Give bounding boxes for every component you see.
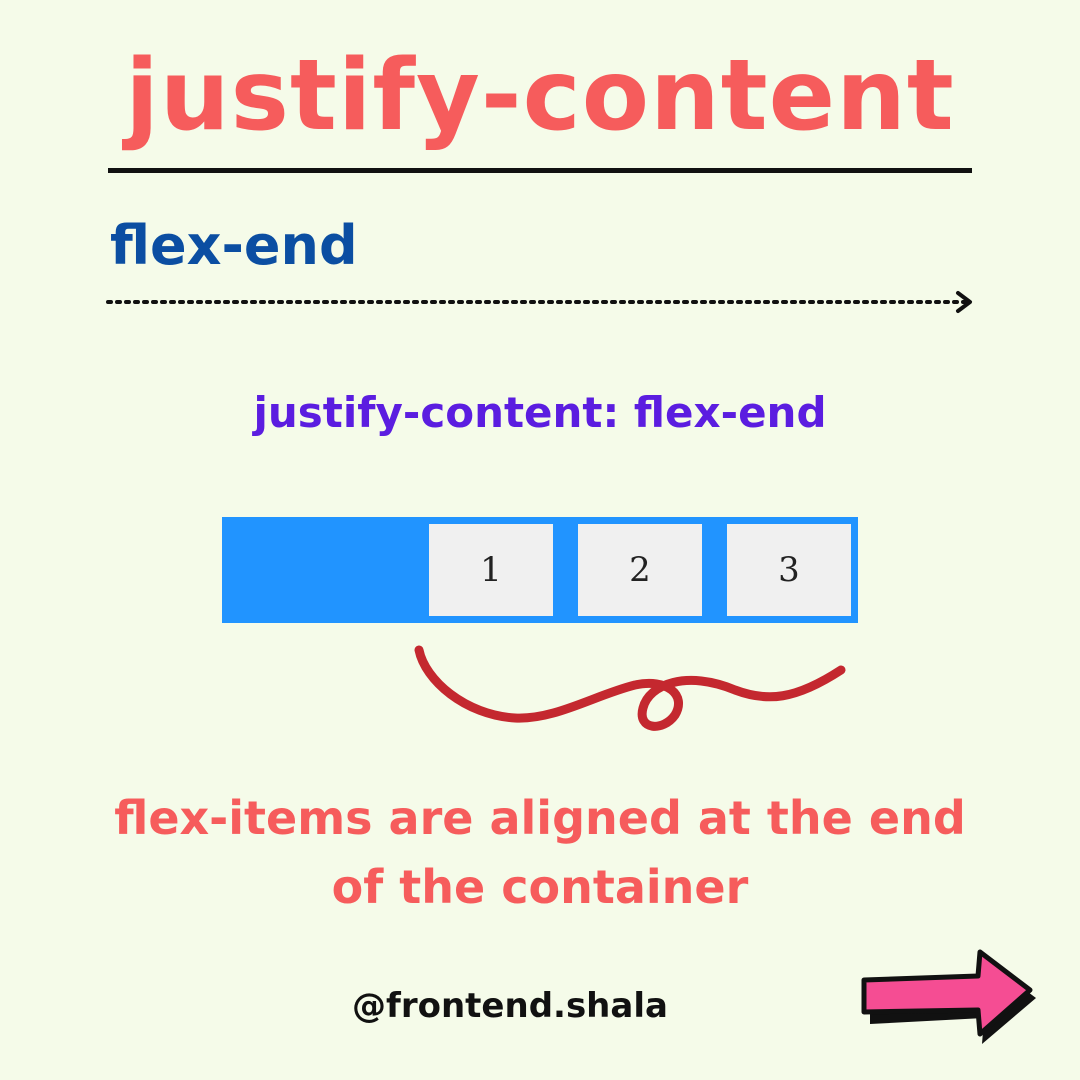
description-line: of the container [331, 860, 749, 914]
page-title: justify-content [125, 39, 955, 153]
flex-item: 3 [727, 524, 851, 616]
right-arrow-icon[interactable] [858, 948, 1040, 1052]
dotted-arrow-icon [106, 291, 972, 313]
author-handle: @frontend.shala [352, 986, 668, 1026]
description-line: flex-items are aligned at the end [114, 791, 966, 845]
section-heading: flex-end [110, 214, 358, 277]
title-underline [108, 168, 972, 173]
code-label: justify-content: flex-end [253, 388, 827, 437]
flex-container-demo: 1 2 3 [222, 517, 858, 623]
description: flex-items are aligned at the end of the… [60, 784, 1020, 922]
flex-item: 1 [429, 524, 553, 616]
ribbon-icon [414, 645, 846, 731]
flex-item: 2 [578, 524, 702, 616]
